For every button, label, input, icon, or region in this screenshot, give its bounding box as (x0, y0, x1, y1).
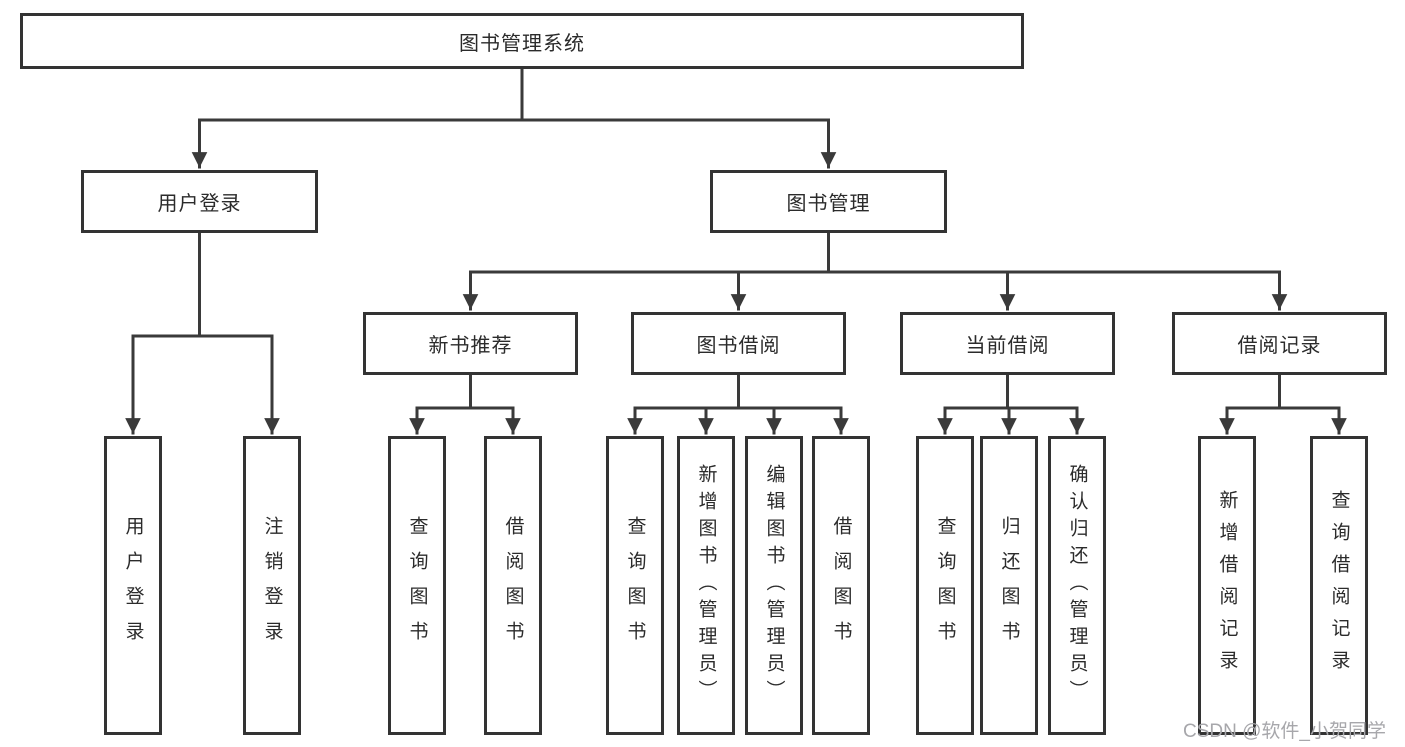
node-current-borrow-label: 当前借阅 (965, 335, 1050, 357)
node-leaf-current-query-label: 查询图书 (934, 515, 956, 656)
node-leaf-borrow-edit-label: 编辑图书（管理员） (763, 464, 785, 707)
node-root-label: 图书管理系统 (459, 32, 585, 55)
node-new-book-recommend: 新书推荐 (363, 312, 578, 375)
node-leaf-current-confirm: 确认归还（管理员） (1048, 436, 1106, 735)
node-leaf-borrow-borrow-label: 借阅图书 (830, 515, 852, 656)
node-user-login: 用户登录 (81, 170, 318, 233)
node-borrow-record: 借阅记录 (1172, 312, 1387, 375)
node-borrow-record-label: 借阅记录 (1237, 335, 1322, 357)
node-leaf-record-query: 查询借阅记录 (1310, 436, 1368, 735)
node-leaf-current-return: 归还图书 (980, 436, 1038, 735)
node-leaf-user-login: 用户登录 (104, 436, 162, 735)
node-leaf-current-query: 查询图书 (916, 436, 974, 735)
node-leaf-newbook-query-label: 查询图书 (406, 515, 428, 656)
node-book-management: 图书管理 (710, 170, 947, 233)
node-leaf-borrow-add-label: 新增图书（管理员） (695, 464, 717, 707)
node-leaf-newbook-borrow: 借阅图书 (484, 436, 542, 735)
node-leaf-logout: 注销登录 (243, 436, 301, 735)
node-leaf-logout-label: 注销登录 (261, 515, 283, 656)
node-leaf-borrow-query: 查询图书 (606, 436, 664, 735)
node-leaf-borrow-edit: 编辑图书（管理员） (745, 436, 803, 735)
node-book-borrow-label: 图书借阅 (696, 335, 781, 357)
node-user-login-label: 用户登录 (157, 193, 242, 215)
node-leaf-record-add: 新增借阅记录 (1198, 436, 1256, 735)
node-current-borrow: 当前借阅 (900, 312, 1115, 375)
node-book-borrow: 图书借阅 (631, 312, 846, 375)
node-leaf-current-return-label: 归还图书 (998, 515, 1020, 656)
node-leaf-user-login-label: 用户登录 (122, 515, 144, 656)
node-leaf-newbook-query: 查询图书 (388, 436, 446, 735)
node-new-book-recommend-label: 新书推荐 (428, 335, 513, 357)
node-book-management-label: 图书管理 (786, 193, 871, 215)
node-leaf-current-confirm-label: 确认归还（管理员） (1066, 464, 1088, 707)
node-leaf-borrow-query-label: 查询图书 (624, 515, 646, 656)
node-leaf-record-add-label: 新增借阅记录 (1216, 489, 1238, 682)
node-leaf-record-query-label: 查询借阅记录 (1328, 489, 1350, 682)
node-leaf-newbook-borrow-label: 借阅图书 (502, 515, 524, 656)
node-leaf-borrow-borrow: 借阅图书 (812, 436, 870, 735)
node-root: 图书管理系统 (20, 13, 1024, 69)
node-leaf-borrow-add: 新增图书（管理员） (677, 436, 735, 735)
csdn-watermark: CSDN @软件_小贺同学 (1183, 721, 1386, 742)
